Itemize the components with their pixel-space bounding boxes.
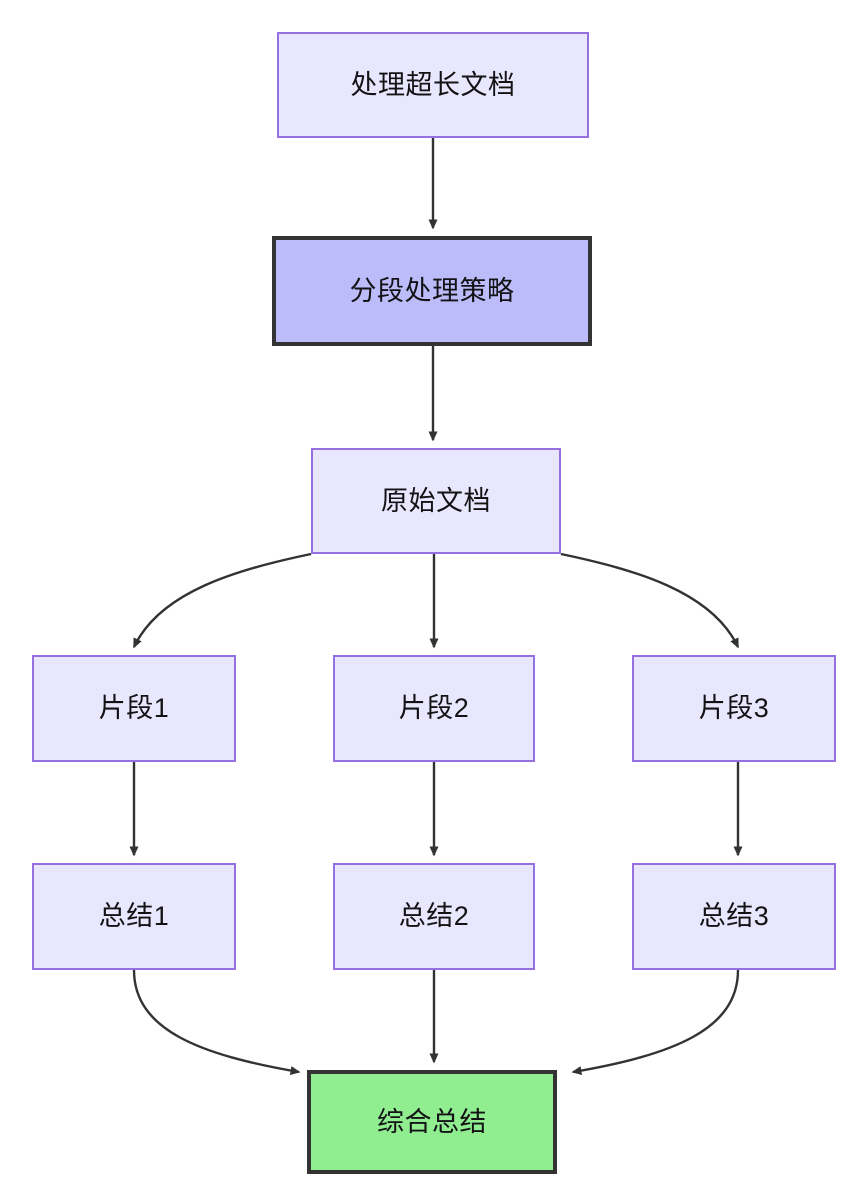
node-summary-3[interactable]: 总结3 <box>632 863 836 970</box>
edge-n3-to-n6 <box>560 552 740 649</box>
node-label: 片段3 <box>698 693 770 724</box>
node-fragment-2[interactable]: 片段2 <box>333 655 535 762</box>
node-process-long-document[interactable]: 处理超长文档 <box>277 32 589 138</box>
node-fragment-3[interactable]: 片段3 <box>632 655 836 762</box>
node-summary-1[interactable]: 总结1 <box>32 863 236 970</box>
node-label: 处理超长文档 <box>350 69 516 100</box>
node-final-summary[interactable]: 综合总结 <box>307 1070 557 1174</box>
node-label: 总结1 <box>98 901 170 932</box>
node-chunking-strategy[interactable]: 分段处理策略 <box>272 236 592 346</box>
edge-n7-to-n10 <box>132 969 301 1075</box>
node-label: 片段1 <box>98 693 170 724</box>
node-original-document[interactable]: 原始文档 <box>311 448 561 554</box>
node-label: 综合总结 <box>377 1106 487 1137</box>
node-label: 原始文档 <box>381 485 491 516</box>
node-fragment-1[interactable]: 片段1 <box>32 655 236 762</box>
edge-n9-to-n10 <box>571 969 740 1075</box>
node-label: 总结2 <box>398 901 470 932</box>
node-summary-2[interactable]: 总结2 <box>333 863 535 970</box>
edges-group <box>129 138 743 1075</box>
node-label: 片段2 <box>398 693 470 724</box>
node-label: 分段处理策略 <box>349 275 515 306</box>
node-label: 总结3 <box>698 901 770 932</box>
edge-n3-to-n4 <box>132 552 312 649</box>
